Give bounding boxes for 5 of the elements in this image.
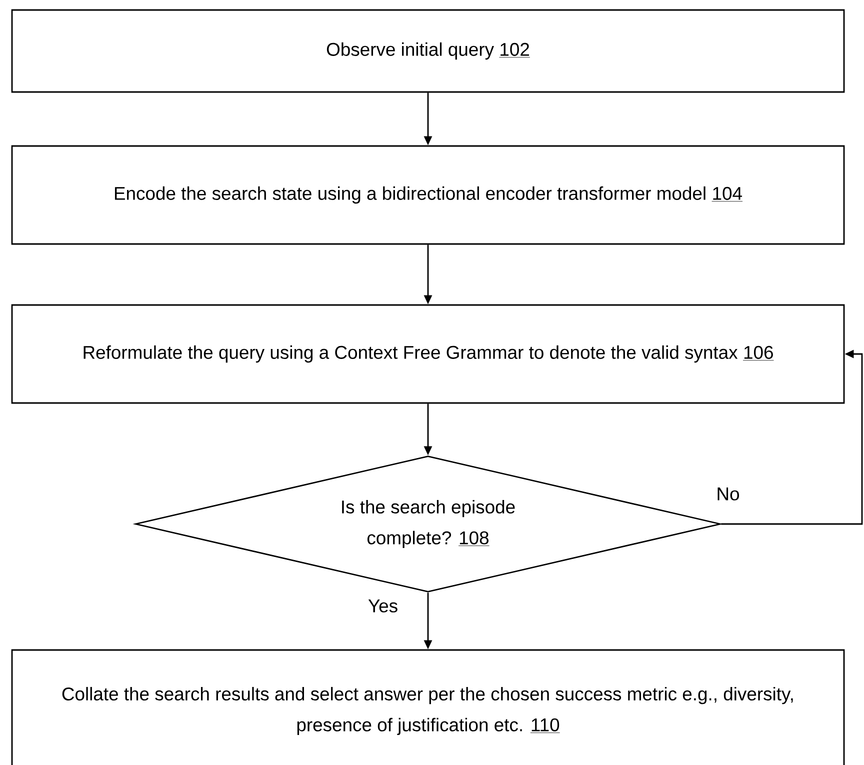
- process-box: Observe initial query 102: [11, 9, 845, 93]
- process-box: Encode the search state using a bidirectional encoder transformer model 104: [11, 145, 845, 245]
- edge-label: Yes: [366, 598, 400, 614]
- process-box: Reformulate the query using a Context Free Grammar to denote the valid syntax 106: [11, 304, 845, 404]
- process-box: Collate the search results and select answer per the chosen success metric e.g., diversity, presence of justification etc. 110: [11, 649, 845, 765]
